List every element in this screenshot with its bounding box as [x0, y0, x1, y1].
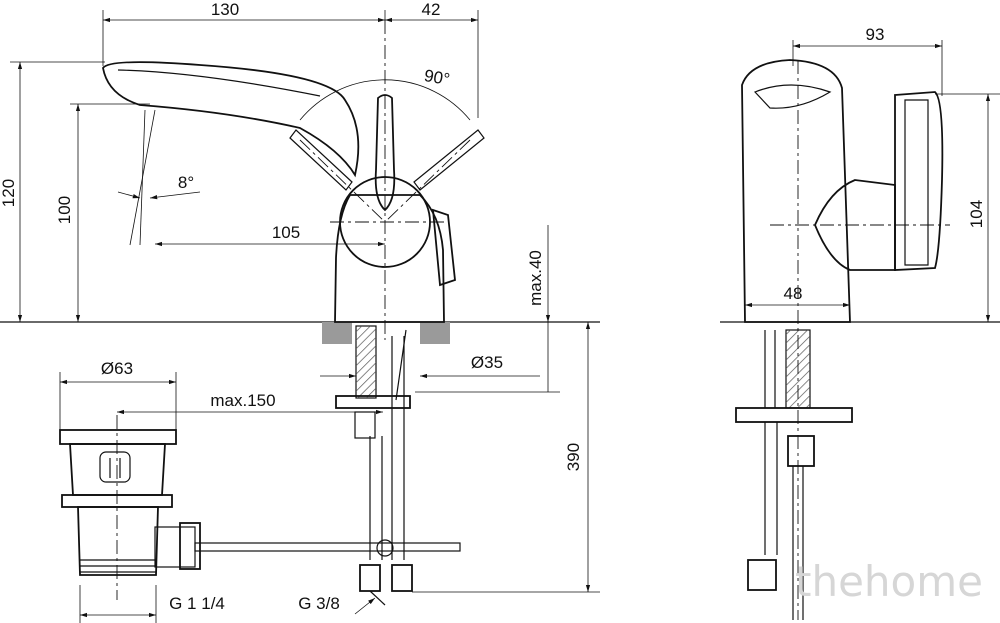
- dim-100: 100: [55, 196, 74, 224]
- dim-48: 48: [784, 284, 803, 303]
- waste-drain: [59, 415, 201, 600]
- dim-max-150: max.150: [210, 391, 275, 410]
- dim-42: 42: [422, 0, 441, 19]
- dim-8-deg: 8°: [178, 173, 194, 192]
- dim-120: 120: [0, 179, 18, 207]
- watermark: thehome: [795, 557, 983, 606]
- thread-g-3-8: G 3/8: [298, 594, 340, 613]
- front-view: [0, 20, 600, 606]
- deck-section-right: [420, 322, 450, 344]
- side-view: [720, 59, 1000, 620]
- dim-max-40: max.40: [526, 250, 545, 306]
- thread-g-1-1-4: G 1 1/4: [169, 594, 225, 613]
- faucet-body: [334, 194, 445, 323]
- lever: [374, 94, 396, 212]
- spout: [102, 61, 360, 178]
- dim-104: 104: [967, 200, 986, 228]
- dim-93: 93: [866, 25, 885, 44]
- dim-35-diameter: Ø35: [471, 353, 503, 372]
- dim-105: 105: [272, 223, 300, 242]
- deck-section-left: [322, 322, 352, 344]
- dim-130: 130: [211, 0, 239, 19]
- dim-390: 390: [564, 443, 583, 471]
- dim-63-diameter: Ø63: [101, 359, 133, 378]
- dimension-lines: [10, 10, 1000, 623]
- dim-90-deg: 90°: [423, 66, 452, 89]
